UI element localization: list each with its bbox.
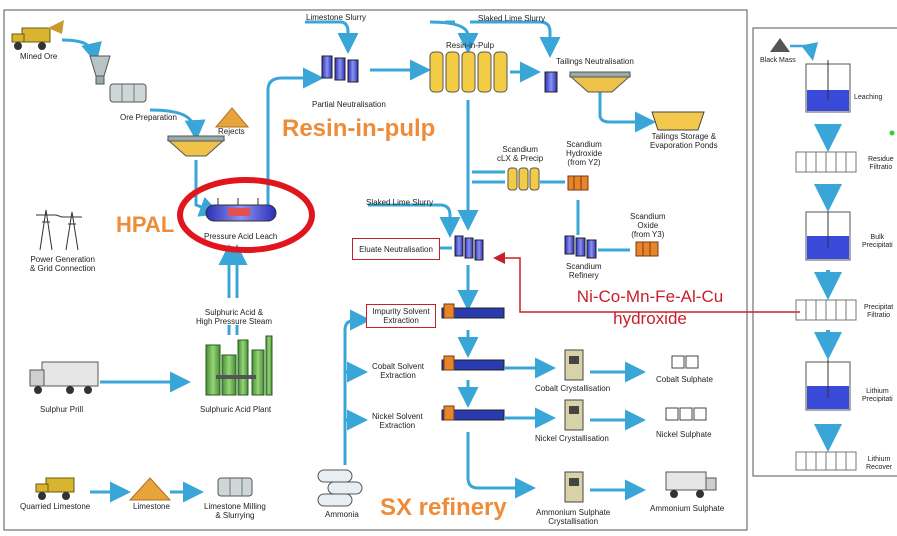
main-panel-border: [3, 9, 748, 531]
side-panel-graphics: [770, 38, 895, 471]
leaching-label: Leaching: [854, 94, 883, 101]
scandium-hydroxide-drums-icon: [567, 175, 589, 191]
resin-in-pulp-label: Resin-in-Pulp: [446, 41, 495, 50]
black-mass-pile-icon: [770, 38, 790, 52]
tailings-neutralisation-label: Tailings Neutralisation: [556, 57, 634, 66]
impurity-sx-icon: [441, 303, 505, 319]
limestone-milling-label: Limestone Milling& Slurrying: [204, 502, 266, 520]
pressure-acid-leach-label: Pressure Acid Leach: [204, 232, 278, 241]
sulphuric-acid-plant-icon: [205, 335, 273, 396]
cobalt-sulphate-label: Cobalt Sulphate: [656, 375, 713, 384]
rejects-pile-icon: [214, 107, 250, 128]
thickener-icon: [166, 135, 226, 157]
scandium-clx-icon: [507, 167, 540, 191]
resin-in-pulp-tanks-icon: [429, 51, 508, 93]
slaked-lime-slurry-mid-label: Slaked Lime Slurry: [366, 198, 434, 207]
ammonium-truck-icon: [665, 471, 717, 498]
autoclave-icon: [205, 198, 277, 222]
sulphur-prill-label: Sulphur Prill: [40, 405, 84, 414]
limestone-label: Limestone: [133, 502, 170, 511]
power-pylons-icon: [36, 209, 82, 251]
cobalt-sx-icon: [441, 355, 505, 371]
haul-truck-icon: [11, 20, 64, 50]
slaked-lime-slurry-top-label: Slaked Lime Slurry: [478, 14, 546, 23]
black-mass-label: Black Mass: [760, 57, 796, 64]
ammonium-sulphate-label: Ammonium Sulphate: [650, 504, 725, 513]
hpal-heading: HPAL: [116, 212, 175, 237]
nickel-crystallisation-label: Nickel Crystallisation: [535, 434, 609, 443]
crusher-icon: [89, 55, 111, 85]
partial-neutralisation-label: Partial Neutralisation: [312, 100, 386, 109]
nickel-sulphate-bags-icon: [665, 407, 707, 421]
limestone-mill-icon: [217, 477, 253, 497]
eluate-neutralisation-box: Eluate Neutralisation: [352, 238, 440, 260]
green-indicator-dot: [889, 130, 895, 136]
scandium-oxide-drums-icon: [635, 241, 659, 257]
ammonia-tanks-icon: [317, 469, 363, 507]
quarried-limestone-label: Quarried Limestone: [20, 502, 91, 511]
sx-refinery-heading: SX refinery: [380, 494, 507, 521]
quarry-truck-icon: [35, 477, 75, 500]
resin-in-pulp-heading: Resin-in-pulp: [282, 115, 436, 142]
nickel-sx-icon: [441, 405, 505, 421]
nickel-sulphate-label: Nickel Sulphate: [656, 430, 712, 439]
hpal-highlight-ellipse: [177, 177, 315, 253]
ore-preparation-label: Ore Preparation: [120, 113, 177, 122]
sulphuric-acid-steam-label: Sulphuric Acid &High Pressure Steam: [196, 308, 273, 326]
ammonium-crystalliser-icon: [564, 471, 584, 503]
tailings-neutralisation-icon: [544, 71, 632, 93]
ammonia-label: Ammonia: [325, 510, 359, 519]
eluate-neutralisation-tanks-icon: [454, 235, 484, 261]
limestone-slurry-label: Limestone Slurry: [306, 13, 367, 22]
cobalt-crystallisation-label: Cobalt Crystallisation: [535, 384, 611, 393]
partial-neutralisation-tanks-icon: [321, 55, 359, 83]
limestone-pile-icon: [128, 477, 172, 501]
hydroxide-feed-arrow: [493, 252, 800, 313]
tailings-pond-icon: [651, 111, 705, 131]
cobalt-crystalliser-icon: [564, 349, 584, 381]
sulphur-truck-icon: [29, 361, 99, 394]
mill-icon: [109, 83, 147, 103]
tailings-storage-label: Tailings Storage &Evaporation Ponds: [650, 132, 718, 150]
power-generation-label: Power Generation& Grid Connection: [30, 255, 96, 273]
sulphuric-acid-plant-label: Sulphuric Acid Plant: [200, 405, 272, 414]
cobalt-sulphate-bags-icon: [671, 355, 699, 369]
rejects-label: Rejects: [218, 127, 245, 136]
side-panel-border: [752, 27, 897, 477]
mined-ore-label: Mined Ore: [20, 52, 58, 61]
scandium-refinery-tanks-icon: [564, 235, 597, 259]
nickel-crystalliser-icon: [564, 399, 584, 431]
